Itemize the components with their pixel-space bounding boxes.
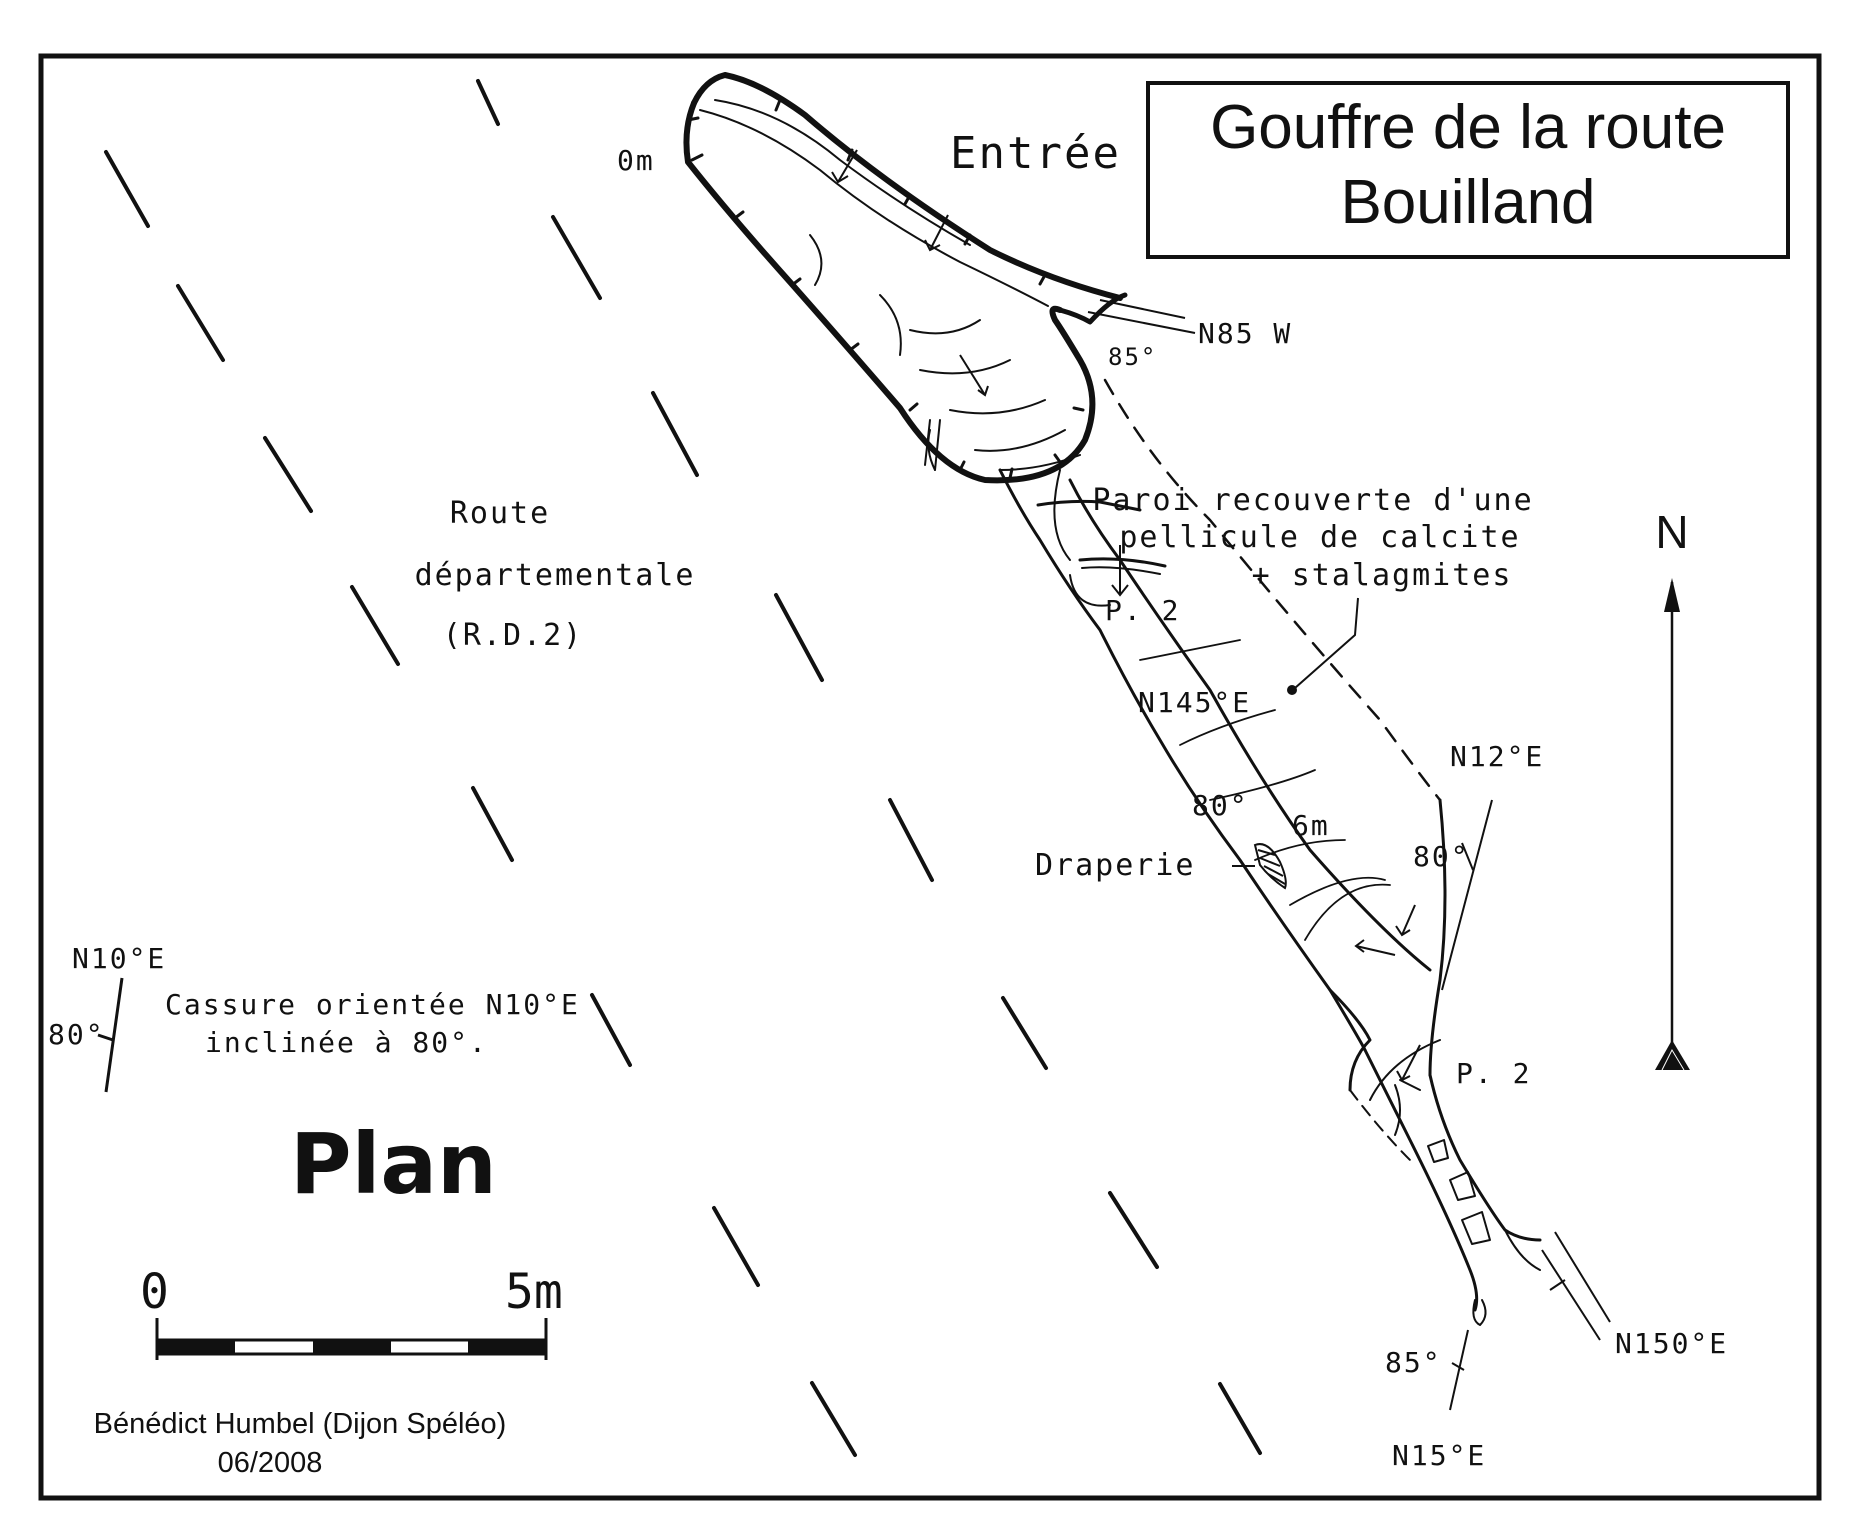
road-label-2: départementale	[415, 558, 696, 593]
strike-n12e: N12°E	[1450, 740, 1544, 773]
orientation-strikes	[1087, 299, 1611, 1411]
strike-n15e: N15°E	[1392, 1439, 1486, 1472]
entrance-label: Entrée	[950, 128, 1121, 179]
dip-85-top: 85°	[1108, 343, 1157, 371]
dip-80-right: 80°	[1413, 840, 1470, 873]
legend-strike: N10°E	[72, 942, 166, 975]
strike-n150e: N150°E	[1615, 1327, 1728, 1360]
scale-end: 5m	[505, 1264, 563, 1320]
road-label-1: Route	[450, 496, 550, 531]
dip-80-left: 80°	[1192, 789, 1249, 822]
wall-note-2: pellicule de calcite	[1119, 520, 1520, 555]
legend-dip: 80°	[48, 1018, 105, 1051]
title-box: Gouffre de la route Bouilland	[1146, 81, 1790, 259]
pitch-upper: P. 2	[1105, 594, 1180, 627]
legend: N10°E 80° Cassure orientée N10°E incliné…	[48, 942, 580, 1093]
plan-label: Plan	[290, 1115, 497, 1213]
drapery-label: Draperie	[1035, 848, 1196, 883]
wall-note-leader	[1287, 597, 1359, 695]
wall-note-1: Paroi recouverte d'une	[1092, 483, 1533, 518]
north-arrow: N	[1655, 506, 1690, 1071]
dip-85-bottom: 85°	[1385, 1346, 1442, 1379]
scale-start: 0	[140, 1264, 169, 1320]
credit-author: Bénédict Humbel (Dijon Spéléo)	[94, 1408, 507, 1440]
pitch-lower: P. 2	[1456, 1057, 1531, 1090]
road-label-3: (R.D.2)	[443, 618, 583, 653]
cave-outline	[683, 72, 1542, 1326]
legend-text-2: inclinée à 80°.	[205, 1026, 488, 1059]
fracture-lines	[104, 79, 1262, 1457]
scale-bar: 0 5m	[140, 1264, 563, 1360]
depth-0m: 0m	[617, 144, 655, 177]
map-title-line2: Bouilland	[1340, 168, 1595, 237]
slope-arrows	[831, 149, 1421, 1082]
depth-6m: 6m	[1292, 809, 1330, 842]
drapery-symbol	[1232, 843, 1287, 890]
legend-text-1: Cassure orientée N10°E	[165, 988, 580, 1021]
map-title-line1: Gouffre de la route	[1210, 93, 1726, 162]
strike-n145e: N145°E	[1138, 686, 1251, 719]
wall-note-3: + stalagmites	[1252, 558, 1513, 593]
map-frame	[38, 53, 1822, 1501]
north-label: N	[1655, 506, 1688, 558]
credit-date: 06/2008	[218, 1447, 323, 1479]
strike-n85w: N85 W	[1198, 317, 1292, 350]
